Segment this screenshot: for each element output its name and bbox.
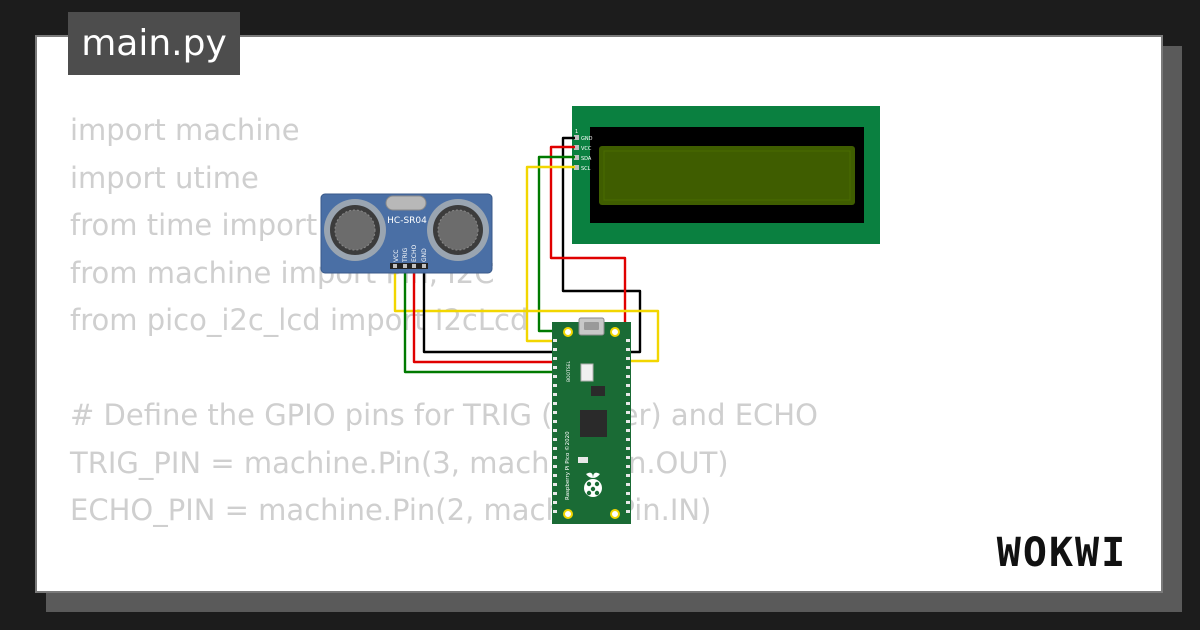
lcd-char-cells bbox=[603, 150, 851, 201]
wire-sensor-gnd bbox=[422, 268, 556, 354]
code-line: # Define the GPIO pins for TRIG (trigger… bbox=[70, 398, 818, 432]
sensor-pin-echo: ECHO bbox=[411, 245, 418, 262]
flash-chip-icon bbox=[591, 386, 605, 396]
lcd-pin-vcc: VCC bbox=[581, 146, 592, 152]
lcd-pin-header bbox=[574, 135, 579, 170]
pico-right-pins bbox=[626, 339, 630, 513]
sensor-pin-trig: TRIG bbox=[402, 247, 409, 263]
lcd-pin-scl: SCL bbox=[581, 166, 591, 172]
lcd-pin-number: 1 bbox=[575, 129, 578, 135]
rp2040-chip-icon bbox=[580, 410, 607, 437]
lcd-pin-gnd: GND bbox=[581, 136, 593, 142]
sensor-pin-header bbox=[390, 263, 428, 269]
raspberry-logo-icon bbox=[584, 472, 602, 497]
mounting-hole-icon bbox=[610, 327, 620, 337]
crystal-icon bbox=[385, 195, 427, 211]
mounting-hole-icon bbox=[563, 509, 573, 519]
pico-left-pins bbox=[553, 339, 557, 513]
pico-board-label: Raspberry Pi Pico ©2020 bbox=[564, 431, 571, 500]
wires bbox=[393, 136, 660, 374]
code-line: import utime bbox=[70, 160, 259, 195]
code-line: from pico_i2c_lcd import I2cLcd bbox=[70, 303, 529, 337]
wokwi-logo: WOKWI bbox=[997, 530, 1127, 576]
code-line: import machine bbox=[70, 113, 300, 147]
wire-sensor-vcc bbox=[393, 268, 660, 363]
raspberry-pi-pico[interactable]: BOOTSEL Raspberry Pi Pico ©2020 bbox=[552, 317, 631, 524]
wire-sensor-echo bbox=[412, 268, 556, 364]
sensor-label: HC-SR04 bbox=[387, 216, 427, 226]
sensor-pin-vcc: VCC bbox=[393, 250, 400, 262]
wire-lcd-sda bbox=[537, 155, 575, 333]
file-tab[interactable]: main.py bbox=[68, 12, 240, 75]
mounting-hole-icon bbox=[563, 327, 573, 337]
bootsel-button[interactable] bbox=[580, 363, 594, 382]
lcd-screen bbox=[599, 146, 855, 205]
ultrasonic-sensor[interactable]: HC-SR04 VCC TRIG ECHO GND bbox=[320, 193, 493, 274]
mounting-hole-icon bbox=[610, 509, 620, 519]
wire-lcd-gnd bbox=[561, 136, 642, 354]
bootsel-label: BOOTSEL bbox=[566, 360, 572, 382]
sensor-pin-gnd: GND bbox=[421, 248, 428, 262]
wire-lcd-scl bbox=[525, 165, 575, 343]
wokwi-logo-text: WOKWI bbox=[997, 530, 1127, 576]
wire-sensor-trig bbox=[403, 268, 556, 374]
code-line: def measure_distance(): bbox=[70, 582, 818, 591]
wire-lcd-vcc bbox=[549, 145, 627, 330]
lcd-display[interactable]: 1 GND VCC SDA SCL bbox=[572, 106, 880, 244]
lcd-pin-sda: SDA bbox=[581, 156, 592, 162]
led-icon bbox=[578, 457, 588, 463]
